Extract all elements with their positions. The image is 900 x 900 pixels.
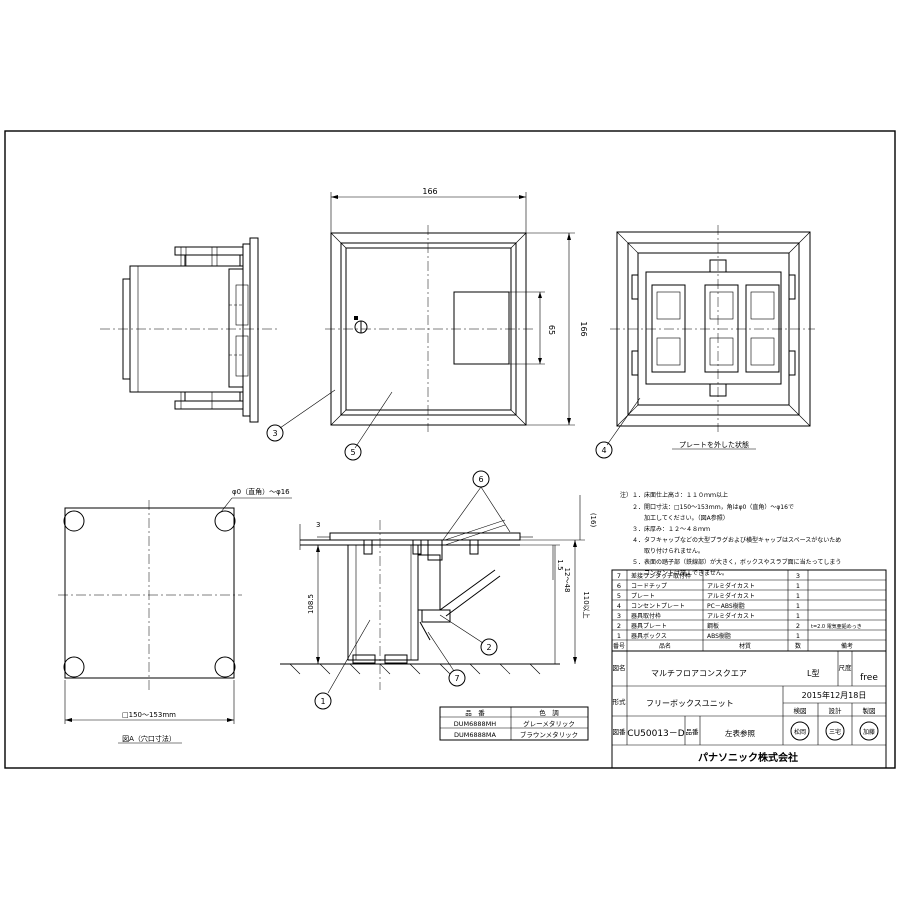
note-line: ３．床厚み：１２～４８ｍｍ — [632, 525, 710, 533]
color-row-product: DUM6888MH — [454, 720, 497, 728]
part-material: アルミダイカスト — [707, 612, 755, 620]
part-material: PC－ABS樹脂 — [707, 602, 745, 610]
label-drawing-no: 図番 — [613, 728, 627, 736]
note-line: 取り付けられません。 — [644, 547, 704, 555]
color-row-color: グレーメタリック — [523, 719, 575, 728]
part-no: 3 — [617, 612, 621, 620]
balloon-1: 1 — [320, 697, 325, 706]
part-qty: 1 — [796, 612, 800, 620]
drawing-name: マルチフロアコンスクエア — [651, 669, 747, 678]
dim-1-5: 1.5 — [556, 559, 564, 570]
stamp-draft: 加藤 — [863, 728, 875, 736]
part-qty: 1 — [796, 592, 800, 600]
drawing-number: CU50013－D — [627, 729, 685, 739]
color-table: 品 番 色 調 DUM6888MH グレーメタリック DUM6888MA ブラウ… — [439, 706, 589, 741]
header-qty: 数 — [795, 642, 801, 650]
plate-removed-view: プレートを外した状態 — [610, 225, 815, 450]
part-qty: 2 — [796, 622, 800, 630]
scale-value: free — [860, 673, 878, 683]
part-material: ABS樹脂 — [707, 632, 731, 640]
dim-cutout-corner: φ0（直角）～φ16 — [232, 487, 290, 496]
notes: 注）１．床面仕上高さ：１１０ｍｍ以上 ２．開口寸法：□150～153ｍｍ，角はφ… — [620, 491, 841, 577]
header-no: 番号 — [613, 643, 625, 650]
dim-108-5: 108.5 — [307, 594, 315, 614]
part-remarks: t=2.0 電気亜鉛めっき — [811, 623, 862, 630]
dim-front-height: 166 — [579, 321, 588, 336]
part-no: 4 — [617, 602, 621, 610]
color-header-color: 色 調 — [539, 708, 559, 717]
drawing-name-type: L型 — [807, 669, 819, 678]
part-no: 1 — [617, 632, 621, 640]
label-type: 形式 — [613, 697, 627, 706]
label-scale: 尺度 — [839, 663, 853, 672]
part-material: アルミダイカスト — [707, 582, 755, 590]
note-line: ２．開口寸法：□150～153ｍｍ，角はφ0（直角）～φ16で — [632, 503, 794, 511]
balloon-4: 4 — [601, 446, 606, 455]
part-name: プレート — [631, 593, 655, 600]
balloon-5: 5 — [350, 448, 355, 457]
note-line: ５．表面の踏子部（鉄線部）が大きく，ボックスやスラブ面に当たってしまう — [632, 558, 841, 566]
part-no: 5 — [617, 592, 621, 600]
part-material: 鋼板 — [707, 622, 719, 630]
dim-window-height: 65 — [547, 325, 556, 335]
part-name: 器具プレート — [631, 623, 667, 630]
part-name: コンセントプレート — [631, 603, 685, 610]
color-row-color: ブラウンメタリック — [520, 730, 578, 739]
company-name: パナソニック株式会社 — [698, 751, 798, 764]
caption-figure-a: 図A（穴口寸法） — [122, 734, 176, 743]
product-number: 左表参照 — [725, 728, 755, 738]
dim-12-48: 12～48 — [563, 568, 571, 593]
header-name: 品名 — [659, 642, 671, 650]
label-check: 検図 — [794, 706, 807, 715]
dim-110-min: 110以上 — [582, 591, 591, 618]
note-line: コンセントは施工できません。 — [644, 569, 728, 577]
part-no: 6 — [617, 582, 621, 590]
part-qty: 3 — [796, 572, 800, 580]
part-qty: 1 — [796, 632, 800, 640]
note-line: ４．タフキャップなどの大型プラグおよび横型キャップはスペースがないため — [632, 536, 841, 544]
label-draft: 製図 — [863, 706, 876, 715]
dim-cutout-size: □150～153mm — [122, 711, 176, 719]
stamp-check: 松岡 — [794, 728, 806, 736]
part-qty: 1 — [796, 582, 800, 590]
color-row-product: DUM6888MA — [454, 731, 497, 739]
balloon-6: 6 — [478, 475, 483, 484]
type-value: フリーボックスユニット — [646, 699, 734, 708]
side-view — [100, 237, 280, 423]
part-name: 器具取付枠 — [631, 612, 661, 620]
part-no: 7 — [617, 572, 621, 580]
color-header-product: 品 番 — [465, 709, 485, 717]
parts-table: 7 差接ワンタッチ取付枠 3 6 コードチップ アルミダイカスト 1 5 プレー… — [611, 569, 887, 652]
balloon-7: 7 — [454, 674, 459, 683]
caption-plate-removed: プレートを外した状態 — [679, 440, 749, 449]
part-material: アルミダイカスト — [707, 592, 755, 600]
label-name: 図名 — [613, 663, 626, 672]
part-balloons: 3 5 4 6 2 7 1 — [266, 389, 641, 710]
stamp-design: 三宅 — [829, 728, 841, 736]
dim-front-width: 166 — [422, 187, 437, 196]
label-design: 設計 — [829, 706, 843, 715]
dim-16: (16) — [589, 513, 597, 528]
drawing-date: 2015年12月18日 — [802, 690, 867, 700]
label-product-no: 品番 — [686, 728, 700, 736]
part-name: 差接ワンタッチ取付枠 — [631, 572, 691, 580]
sheet-border — [4, 130, 896, 769]
part-no: 2 — [617, 622, 621, 630]
title-block: 図名 マルチフロアコンスクエア L型 尺度 free 形式 フリーボックスユニッ… — [611, 650, 887, 769]
header-remarks: 備考 — [841, 642, 853, 650]
note-line: 加工してください。（図A参照） — [644, 514, 729, 522]
section-view: 3 108.5 (16) 1.5 12～48 110以上 — [280, 495, 597, 690]
cutout-view: φ0（直角）～φ16 □150～153mm 図A（穴口寸法） — [58, 487, 292, 744]
part-qty: 1 — [796, 602, 800, 610]
balloon-3: 3 — [272, 429, 277, 438]
front-view: 166 166 65 — [325, 187, 588, 432]
part-name: 器具ボックス — [631, 632, 667, 640]
header-material: 材質 — [739, 642, 751, 650]
dim-top-3: 3 — [316, 521, 320, 529]
balloon-2: 2 — [486, 643, 491, 652]
note-line: 注）１．床面仕上高さ：１１０ｍｍ以上 — [620, 491, 728, 499]
part-name: コードチップ — [631, 583, 667, 590]
